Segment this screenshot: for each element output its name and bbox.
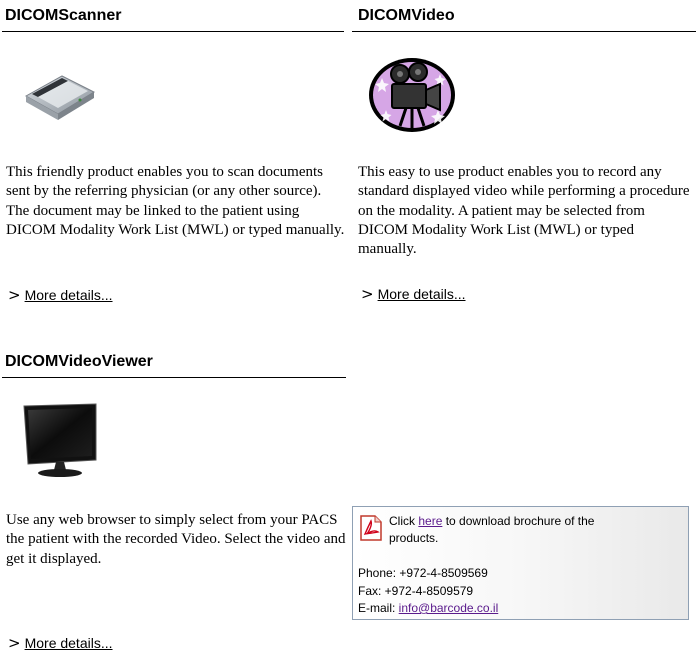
viewer-more-details: >More details...: [8, 635, 113, 651]
chevron-right-icon: >: [8, 634, 21, 652]
email-line: E-mail: info@barcode.co.il: [358, 601, 498, 616]
viewer-divider: [2, 377, 346, 378]
email-prefix: E-mail:: [358, 601, 399, 615]
brochure-line: Click here to download brochure of the: [389, 514, 594, 529]
email-link[interactable]: info@barcode.co.il: [398, 601, 499, 615]
video-camera-image: [369, 58, 455, 132]
chevron-right-icon: >: [361, 285, 374, 303]
contact-box: Click here to download brochure of the p…: [352, 506, 689, 620]
video-divider: [352, 31, 696, 32]
viewer-description: Use any web browser to simply select fro…: [6, 512, 346, 567]
scanner-title: DICOMScanner: [5, 7, 122, 24]
viewer-title: DICOMVideoViewer: [5, 353, 153, 370]
scanner-description: This friendly product enables you to sca…: [6, 164, 345, 238]
pdf-icon[interactable]: [359, 515, 383, 541]
video-description: This easy to use product enables you to …: [358, 164, 690, 258]
scanner-divider: [2, 31, 344, 32]
viewer-more-details-link[interactable]: More details...: [24, 635, 113, 651]
scanner-more-details: >More details...: [8, 287, 113, 303]
fax-text: Fax: +972-4-8509579: [358, 584, 474, 598]
monitor-image: [23, 403, 97, 477]
video-more-details: >More details...: [361, 286, 466, 302]
brochure-click-suffix: to download brochure of the: [442, 514, 595, 528]
scanner-more-details-link[interactable]: More details...: [24, 287, 113, 303]
chevron-right-icon: >: [8, 286, 21, 304]
video-more-details-link[interactable]: More details...: [377, 286, 466, 302]
brochure-here-link[interactable]: here: [418, 514, 443, 528]
brochure-click-prefix: Click: [389, 514, 419, 528]
phone-text: Phone: +972-4-8509569: [358, 566, 488, 580]
brochure-line-2: products.: [389, 531, 439, 545]
scanner-image: [24, 75, 96, 120]
video-title: DICOMVideo: [358, 7, 455, 24]
